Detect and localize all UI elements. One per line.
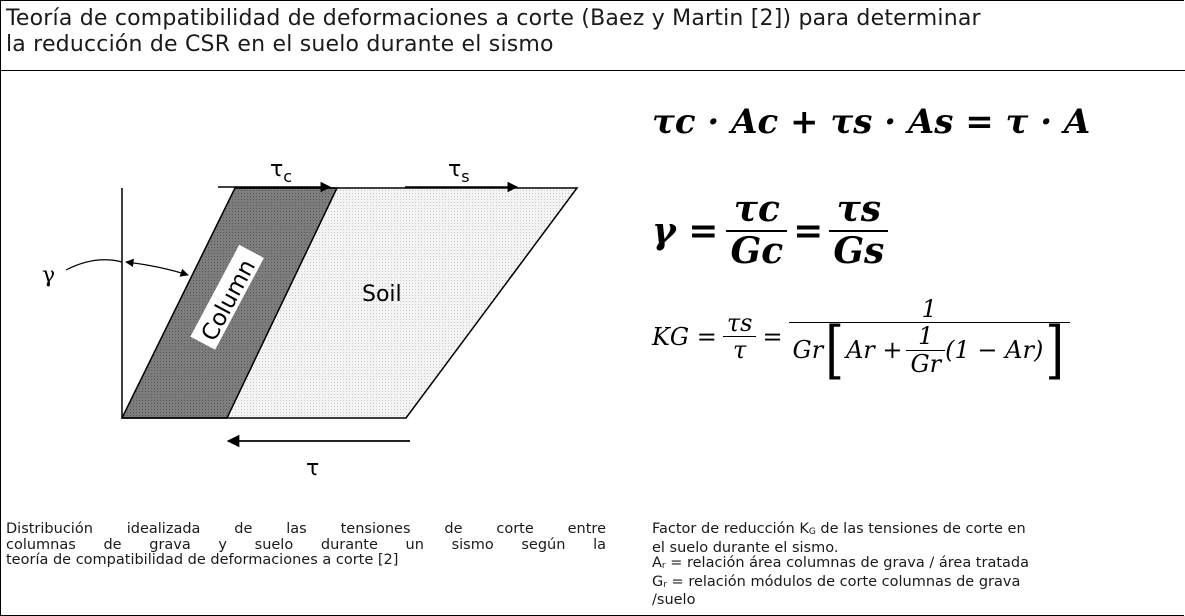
eq2-frac-1: τc Gc: [726, 189, 788, 271]
title-divider: [0, 70, 1185, 71]
gamma-arc: [65, 259, 123, 271]
eq2-frac-2: τs Gs: [829, 189, 889, 271]
title-line-2: la reducción de CSR en el suelo durante …: [6, 32, 554, 57]
caption-equations: Factor de reducción KG de las tensiones …: [652, 521, 1182, 609]
eq3-equals: =: [762, 322, 783, 351]
right-bracket: ]: [1045, 313, 1065, 387]
soil-outline: [122, 187, 579, 419]
column-label-bg: [190, 244, 264, 350]
eq2-lhs: γ =: [652, 209, 719, 252]
equation-strain: γ = τc Gc = τs Gs: [652, 189, 889, 271]
caption-right-line-4: Gr = relación módulos de corte columnas …: [652, 573, 1021, 590]
slide-title: Teoría de compatibilidad de deformacione…: [6, 6, 1181, 58]
eq3-inner-frac: 1 Gr: [906, 323, 946, 377]
tau-c-label: τc: [270, 157, 292, 186]
tau-s-label: τs: [448, 157, 470, 186]
eq3-lhs: KG =: [652, 322, 717, 351]
gamma-label: γ: [42, 263, 55, 288]
eq3-frac-1: τs τ: [722, 309, 757, 363]
eq3-frac-2: 1 Gr [ Ar + 1 Gr (1 − Ar) ]: [788, 296, 1071, 381]
caption-right-line-1: Factor de reducción KG de las tensiones …: [652, 521, 1026, 537]
tau-bottom-label: τ: [306, 456, 319, 481]
soil-label: Soil: [362, 282, 402, 307]
title-line-1: Teoría de compatibilidad de deformacione…: [6, 6, 981, 31]
caption-diagram: Distribución idealizada de las tensiones…: [6, 521, 606, 568]
eq2-equals: =: [793, 209, 824, 252]
equation-kg: KG = τs τ = 1 Gr [ Ar + 1 Gr (1 − Ar) ]: [652, 296, 1071, 381]
gamma-arrow: [125, 258, 189, 277]
equation-force-balance: τc · Ac + τs · As = τ · A: [652, 102, 1091, 142]
left-bracket: [: [825, 313, 844, 387]
caption-right-line-3: Ar = relación área columnas de grava / á…: [652, 555, 1030, 571]
shear-strain-diagram: γ τc τs Column Soil τ: [42, 157, 579, 481]
